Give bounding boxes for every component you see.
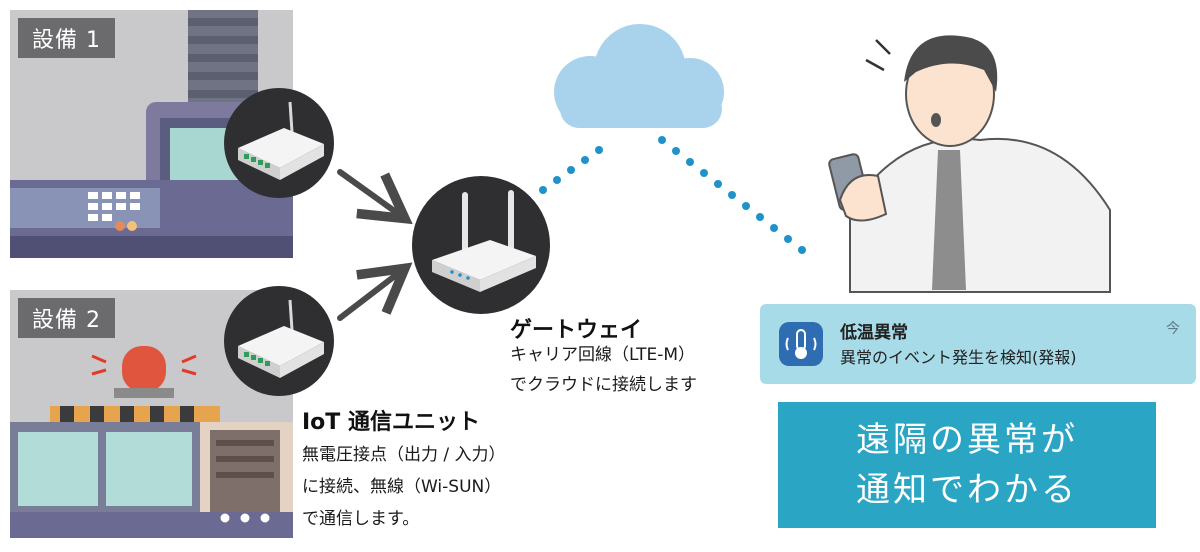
callout-line-1: 遠隔の異常が (856, 420, 1078, 460)
gateway-router-icon (432, 190, 536, 292)
iot-unit-title: IoT 通信ユニット (302, 410, 480, 435)
notification-time: 今 (1166, 321, 1180, 337)
iot-unit-desc-line-1: 無電圧接点（出力 / 入力） (302, 445, 506, 465)
iot-unit-desc-line-3: で通信します。 (302, 509, 420, 529)
gateway-title: ゲートウェイ (510, 318, 643, 343)
iot-unit-desc-line-2: に接続、無線（Wi-SUN） (302, 477, 502, 497)
iot-unit-badge-1 (224, 88, 334, 198)
warning-light-icon (91, 346, 197, 398)
notification-title: 低温異常 (840, 323, 908, 343)
callout-line-2: 通知でわかる (856, 470, 1078, 510)
gateway-badge (412, 176, 550, 314)
iot-unit-device-icon (238, 299, 324, 378)
callout-box: 遠隔の異常が 通知でわかる (778, 402, 1156, 528)
person-with-smartphone-illustration (828, 35, 1111, 293)
arrow-icon (337, 262, 413, 321)
gateway-desc-line-1: キャリア回線（LTE-M） (510, 345, 696, 365)
iot-unit-device-icon (238, 101, 324, 180)
thermometer-icon (779, 322, 823, 366)
equipment-2-label: 設備 2 (18, 298, 115, 338)
storefront-illustration (10, 346, 293, 538)
equipment-1-label: 設備 1 (18, 18, 115, 58)
cloud-icon (554, 24, 724, 128)
alert-notification[interactable]: 低温異常 異常のイベント発生を検知(発報) 今 (760, 304, 1196, 384)
gateway-desc-line-2: でクラウドに接続します (510, 375, 697, 395)
arrow-icon (337, 169, 413, 225)
notification-body: 異常のイベント発生を検知(発報) (840, 348, 1077, 367)
wireless-link-dots (539, 136, 806, 254)
machine-illustration (10, 10, 293, 258)
equipment-1-panel: 設備 1 (10, 10, 293, 258)
iot-unit-badge-2 (224, 286, 334, 396)
